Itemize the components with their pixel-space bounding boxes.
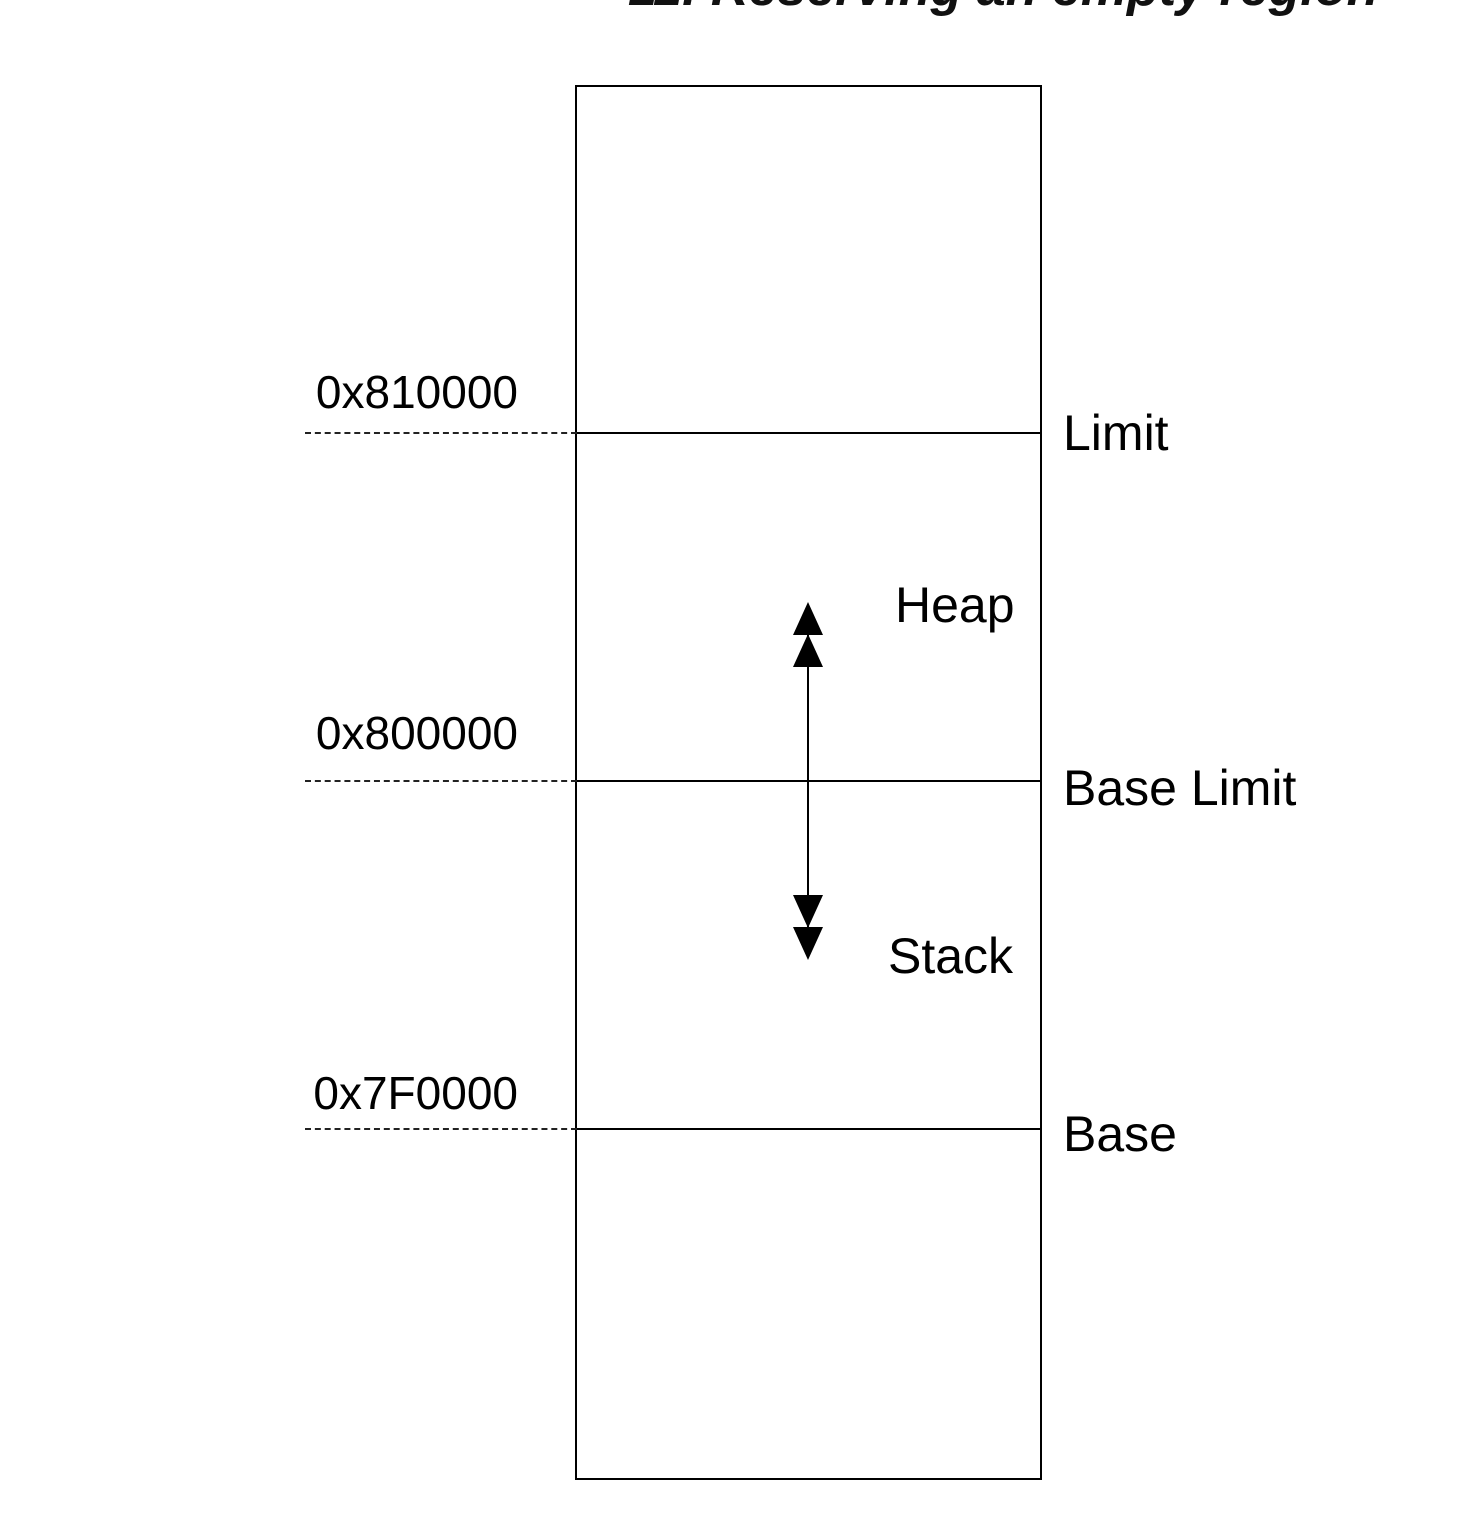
arrowhead-down-outer-icon — [793, 927, 823, 960]
base-limit-dashed-leader — [305, 780, 577, 782]
marker-label-limit: Limit — [1063, 405, 1169, 461]
stack-region-label: Stack — [888, 928, 1014, 984]
marker-label-base: Base — [1063, 1106, 1177, 1162]
address-label-base-limit: 0x800000 — [315, 707, 518, 759]
arrowhead-down-inner-icon — [793, 895, 823, 928]
heap-stack-growth-arrow — [793, 602, 823, 960]
marker-label-base-limit: Base Limit — [1063, 760, 1297, 816]
arrowhead-up-inner-icon — [793, 634, 823, 667]
limit-divider-line — [575, 432, 1042, 434]
address-label-base: 0x7F0000 — [313, 1067, 518, 1119]
base-dashed-leader — [305, 1128, 577, 1130]
arrowhead-up-outer-icon — [793, 602, 823, 635]
address-label-limit: 0x810000 — [315, 366, 518, 418]
heap-region-label: Heap — [895, 577, 1015, 633]
page-title: 11. Reserving an empty region — [628, 0, 1378, 18]
base-divider-line — [575, 1128, 1042, 1130]
limit-dashed-leader — [305, 432, 577, 434]
